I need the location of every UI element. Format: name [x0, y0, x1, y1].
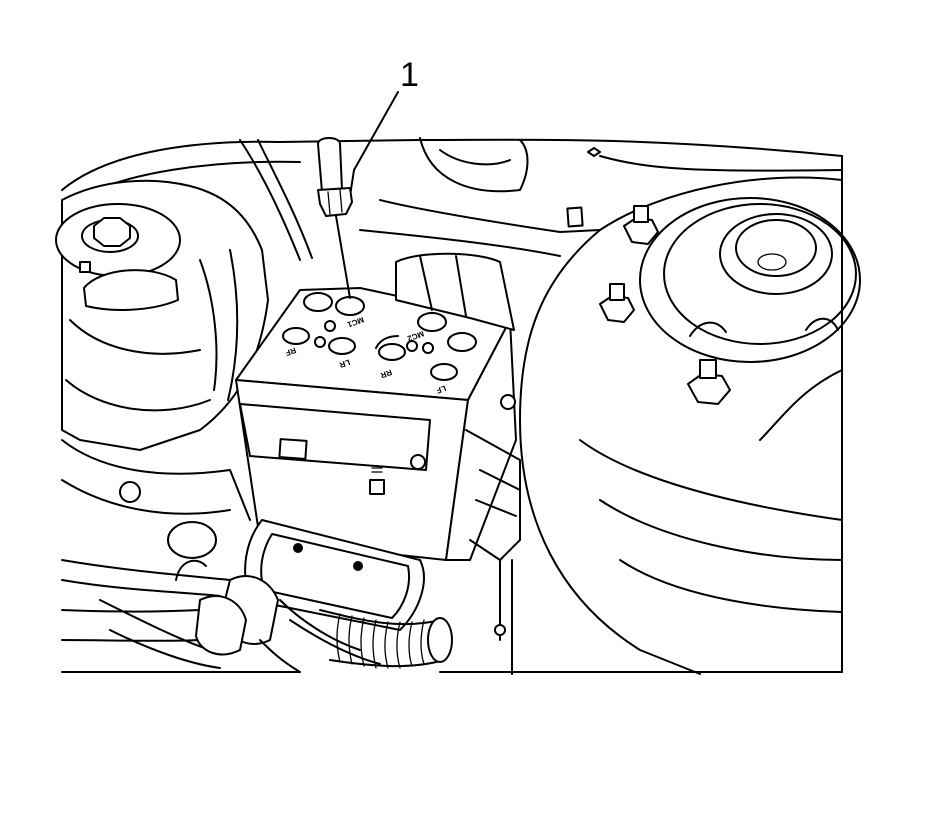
- port-upper-left: [303, 292, 333, 312]
- port-upper-right: [417, 312, 447, 332]
- mounting-bracket: [465, 429, 521, 675]
- port-label-lf: LF: [435, 384, 447, 396]
- brake-fluid-reservoir: [55, 179, 269, 559]
- port-label-rr: RR: [379, 368, 393, 380]
- strut-nut-left: [599, 283, 635, 323]
- port-plug-tool: [317, 137, 353, 299]
- port-label-rf: RF: [284, 346, 297, 358]
- plug-handle: [317, 137, 343, 193]
- plug-hex: [317, 187, 353, 217]
- strut-nut-bottom: [687, 359, 731, 405]
- port-mc1: [335, 296, 365, 316]
- callout-1: 1: [349, 56, 419, 197]
- lower-left-hoses: [61, 559, 301, 673]
- port-rf: [282, 327, 310, 345]
- corrugated-hose: [319, 609, 453, 669]
- port-lr: [328, 337, 356, 355]
- modulator-side-face: [445, 319, 517, 561]
- port-lf: [430, 363, 458, 381]
- port-rr: [378, 343, 406, 361]
- modulator-valve-housing: [395, 252, 515, 331]
- callout-leader-line: [349, 91, 399, 197]
- abs-modulator-valve: RF LR RR LF MC1 MC2: [235, 252, 517, 561]
- lower-boundary: [61, 155, 843, 673]
- brake-line-ports: [282, 292, 477, 381]
- plug-shaft: [335, 215, 351, 299]
- wiring-harness-connector: [219, 519, 425, 665]
- strut-nut-top: [623, 205, 659, 245]
- callout-number: 1: [400, 56, 419, 94]
- port-mc2: [447, 332, 477, 352]
- strut-tower: [519, 176, 861, 675]
- port-label-lr: LR: [338, 358, 351, 370]
